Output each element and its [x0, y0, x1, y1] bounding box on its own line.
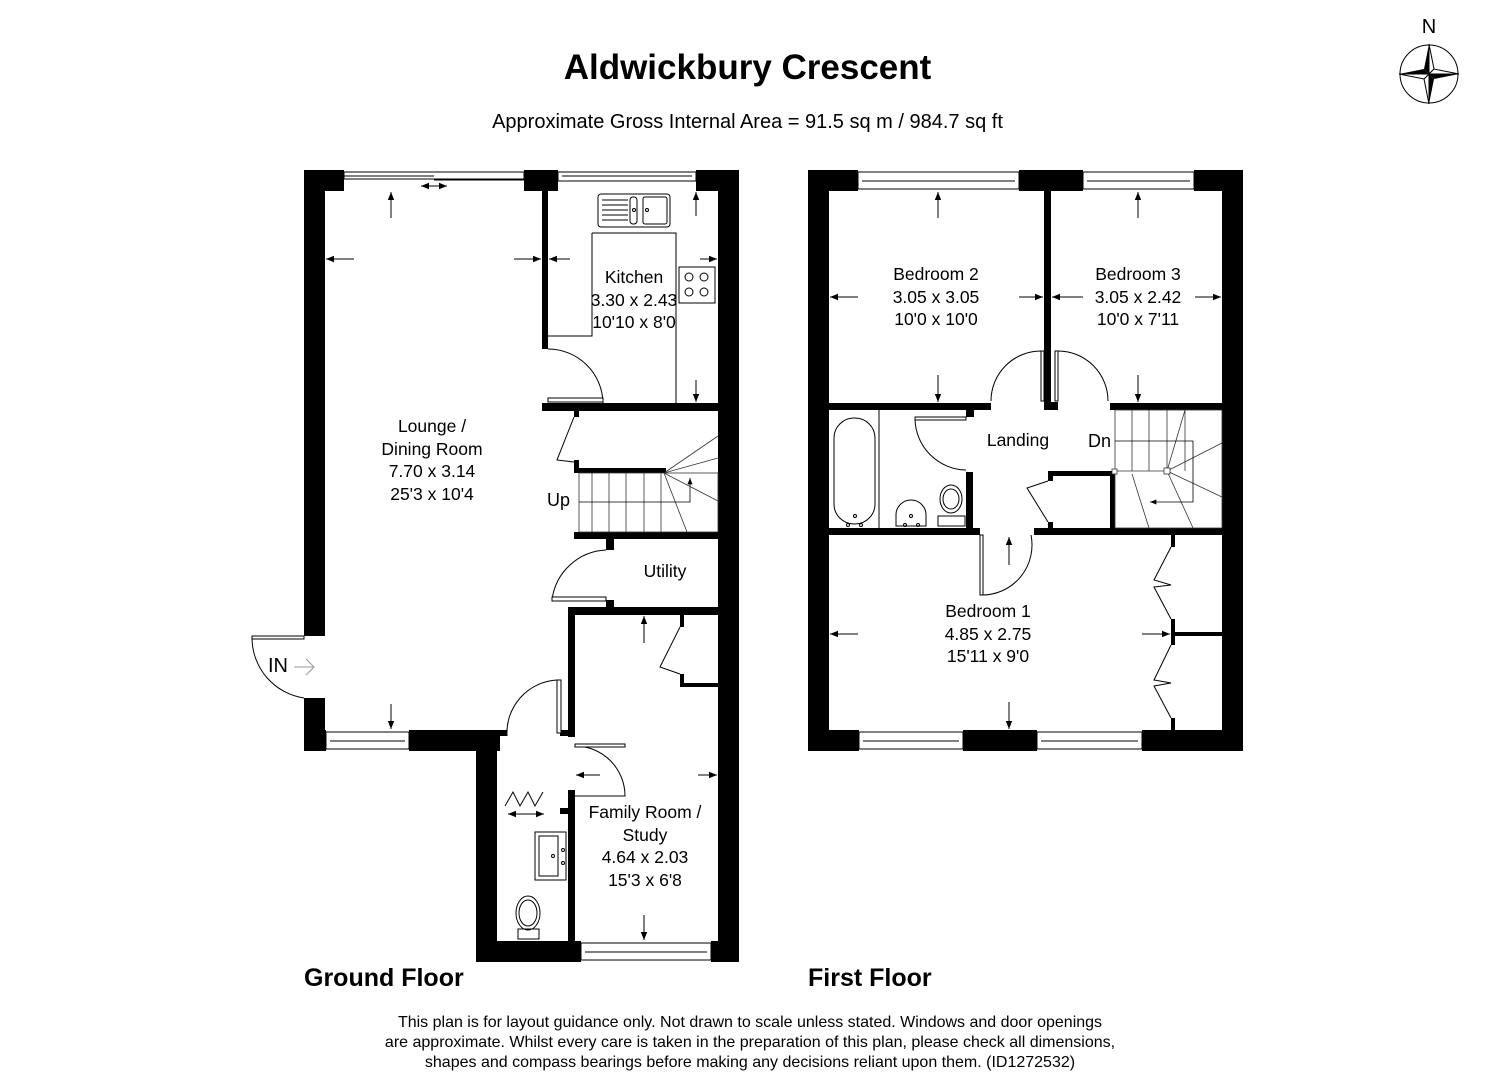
room-bedroom-1: Bedroom 1 4.85 x 2.75 15'11 x 9'0 [928, 600, 1048, 668]
room-metric-dims: 3.30 x 2.43 [590, 289, 678, 310]
ground-floor-walls [304, 170, 739, 962]
compass-rose-icon [1398, 43, 1460, 104]
room-imperial-dims: 10'0 x 7'11 [1096, 309, 1180, 329]
stairs-down-label: Dn [1088, 431, 1112, 451]
first-floor-dimension-arrows [830, 192, 1221, 729]
room-name: Family Room / [588, 802, 702, 822]
disclaimer-line: are approximate. Whilst every care is ta… [384, 1034, 1116, 1051]
wc-fixtures [515, 831, 567, 940]
compass-north-label: N [1421, 16, 1437, 38]
room-imperial-dims: 10'10 x 8'0 [592, 312, 676, 332]
room-imperial-dims: 25'3 x 10'4 [390, 483, 474, 504]
property-title: Aldwickbury Crescent [563, 48, 932, 87]
room-metric-dims: 3.05 x 3.05 [892, 286, 980, 307]
compass: N [1396, 16, 1462, 104]
room-family-study: Family Room / Study 4.64 x 2.03 15'3 x 6… [576, 801, 714, 891]
room-name: Bedroom 3 [1095, 264, 1181, 284]
ground-floor-dimension-arrows [326, 182, 717, 940]
room-name: Bedroom 1 [945, 601, 1031, 621]
room-lounge-dining: Lounge / Dining Room 7.70 x 3.14 25'3 x … [372, 415, 492, 505]
room-imperial-dims: 15'11 x 9'0 [946, 646, 1030, 666]
entrance-arrow-icon [294, 658, 315, 676]
bathroom-fixtures [833, 410, 966, 528]
ground-floor-label: Ground Floor [304, 964, 464, 992]
room-imperial-dims: 15'3 x 6'8 [608, 869, 682, 890]
room-name: Kitchen [604, 267, 664, 287]
ground-floor-windows [325, 171, 712, 961]
first-floor-doors [914, 350, 1172, 719]
room-landing: Landing [978, 429, 1058, 452]
room-imperial-dims: 10'0 x 10'0 [894, 309, 978, 329]
room-metric-dims: 4.85 x 2.75 [944, 623, 1032, 644]
first-floor-stairs [1111, 409, 1223, 529]
gross-internal-area: Approximate Gross Internal Area = 91.5 s… [492, 111, 1003, 133]
room-name: Landing [986, 430, 1050, 450]
entrance-label: IN [268, 655, 288, 677]
room-utility: Utility [630, 560, 700, 583]
room-name: Dining Room [381, 438, 483, 459]
room-metric-dims: 7.70 x 3.14 [388, 461, 476, 481]
room-name: Bedroom 2 [893, 264, 979, 284]
room-metric-dims: 4.64 x 2.03 [601, 847, 689, 867]
kitchen-fixtures [548, 193, 716, 403]
room-kitchen: Kitchen 3.30 x 2.43 10'10 x 8'0 [584, 266, 684, 334]
room-name: Utility [643, 561, 687, 581]
disclaimer: This plan is for layout guidance only. N… [300, 1013, 1200, 1073]
stairs-up-label: Up [547, 490, 571, 510]
room-bedroom-2: Bedroom 2 3.05 x 3.05 10'0 x 10'0 [876, 263, 996, 331]
first-floor-windows [857, 171, 1195, 750]
disclaimer-line: This plan is for layout guidance only. N… [397, 1014, 1103, 1031]
room-name: Lounge / [397, 416, 467, 436]
ground-floor-doors [251, 348, 681, 808]
first-floor-label: First Floor [808, 964, 932, 992]
ground-floor-stairs [578, 435, 719, 533]
room-bedroom-3: Bedroom 3 3.05 x 2.42 10'0 x 7'11 [1078, 263, 1198, 331]
first-floor-walls [808, 170, 1243, 751]
room-name: Study [622, 824, 668, 845]
room-metric-dims: 3.05 x 2.42 [1094, 286, 1182, 307]
disclaimer-line: shapes and compass bearings before makin… [424, 1054, 1076, 1071]
